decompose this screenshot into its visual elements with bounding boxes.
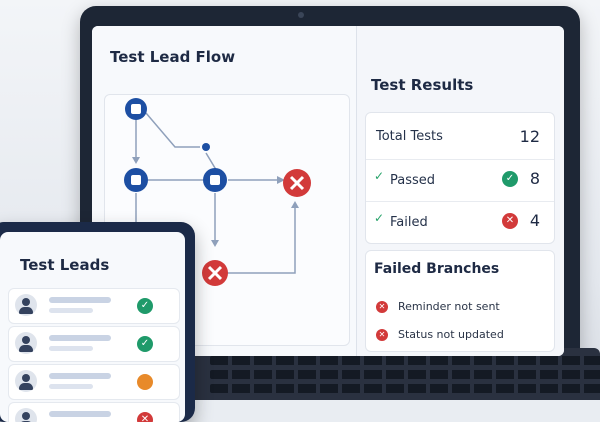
check-icon: ✓	[374, 211, 385, 225]
camera-icon	[298, 12, 304, 18]
failed-value: 4	[529, 211, 540, 230]
passed-label: Passed	[390, 173, 436, 188]
failed-branches-title: Failed Branches	[374, 261, 500, 277]
arrow-head	[277, 176, 285, 184]
lead-row[interactable]: ✕	[8, 402, 180, 422]
lead-row[interactable]: ✓	[8, 326, 180, 362]
passed-row[interactable]: ✓ Passed ✓ 8	[366, 161, 554, 197]
lead-row[interactable]: ✓	[8, 288, 180, 324]
avatar-icon	[15, 294, 37, 316]
failed-branches-card: Failed Branches ✕ Reminder not sent ✕ St…	[365, 250, 555, 352]
lead-detail-placeholder	[49, 346, 93, 351]
flow-node-fail-right	[283, 169, 311, 197]
warning-circle-icon	[137, 374, 153, 390]
tablet-title: Test Leads	[20, 256, 110, 274]
results-panel: Test Results Total Tests 12 ✓ Passed ✓ 8…	[357, 26, 564, 356]
avatar-icon	[15, 332, 37, 354]
cross-circle-icon: ✕	[376, 329, 388, 341]
failed-branch-item[interactable]: ✕ Status not updated	[376, 327, 554, 345]
cross-circle-icon: ✕	[137, 412, 153, 422]
failed-branch-item[interactable]: ✕ Reminder not sent	[376, 299, 554, 317]
lead-row[interactable]	[8, 364, 180, 400]
results-title: Test Results	[371, 76, 474, 94]
flow-title: Test Lead Flow	[110, 48, 236, 66]
check-circle-icon: ✓	[137, 298, 153, 314]
avatar-icon	[15, 370, 37, 392]
cross-circle-icon: ✕	[376, 301, 388, 313]
lead-name-placeholder	[49, 335, 111, 341]
flow-edge	[145, 112, 200, 148]
key-row	[210, 384, 600, 393]
avatar-icon	[15, 408, 37, 422]
flow-diagram	[124, 98, 311, 286]
flow-node-start	[125, 98, 147, 120]
flow-node-middle	[203, 168, 227, 192]
key-row	[210, 356, 600, 365]
flow-node-left	[124, 168, 148, 192]
failed-branch-text: Reminder not sent	[398, 300, 500, 313]
flow-node-fail-bottom	[202, 260, 228, 286]
lead-name-placeholder	[49, 373, 111, 379]
arrow-head	[291, 201, 299, 208]
total-tests-value: 12	[519, 127, 540, 146]
divider	[366, 201, 554, 202]
arrow-head	[132, 157, 140, 164]
lead-name-placeholder	[49, 411, 111, 417]
lead-detail-placeholder	[49, 308, 93, 313]
failed-row[interactable]: ✓ Failed ✕ 4	[366, 203, 554, 239]
lead-detail-placeholder	[49, 384, 93, 389]
failed-branch-text: Status not updated	[398, 328, 504, 341]
passed-value: 8	[529, 169, 540, 188]
total-tests-label: Total Tests	[376, 129, 443, 144]
total-tests-row: Total Tests 12	[366, 119, 554, 155]
flow-edge	[227, 205, 296, 274]
cross-circle-icon: ✕	[502, 213, 518, 229]
check-circle-icon: ✓	[137, 336, 153, 352]
key-row	[210, 370, 600, 379]
tablet-screen: Test Leads ✓ ✓ ✕	[0, 232, 185, 422]
tablet-device: Test Leads ✓ ✓ ✕	[0, 222, 195, 422]
failed-label: Failed	[390, 215, 428, 230]
divider	[366, 159, 554, 160]
arrow-head	[211, 240, 219, 247]
check-circle-icon: ✓	[502, 171, 518, 187]
lead-name-placeholder	[49, 297, 111, 303]
flow-node-small	[202, 143, 210, 151]
check-icon: ✓	[374, 169, 385, 183]
results-card: Total Tests 12 ✓ Passed ✓ 8 ✓ Failed ✕ 4	[365, 112, 555, 244]
